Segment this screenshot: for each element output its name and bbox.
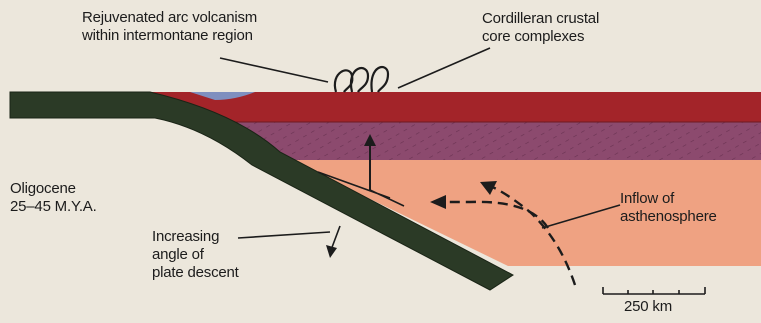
core-complex-label-line2: core complexes	[482, 28, 599, 46]
epoch-label-line1: Oligocene	[10, 180, 97, 198]
core-complex-leader	[398, 48, 490, 88]
scale-label: 250 km	[624, 298, 672, 316]
inflow-label: Inflow of asthenosphere	[620, 190, 717, 226]
volcanism-label-line1: Rejuvenated arc volcanism	[82, 9, 257, 27]
epoch-label: Oligocene 25–45 M.Y.A.	[10, 180, 97, 216]
volcanism-label-line2: within intermontane region	[82, 27, 257, 45]
inflow-label-line2: asthenosphere	[620, 208, 717, 226]
volcano-symbols	[335, 67, 388, 92]
plate-descent-label-line3: plate descent	[152, 264, 239, 282]
volcanism-label: Rejuvenated arc volcanism within intermo…	[82, 9, 257, 45]
plate-descent-label-line1: Increasing	[152, 228, 239, 246]
descent-arrowhead	[326, 245, 337, 258]
scale-bar	[603, 287, 705, 294]
descent-leader	[238, 232, 330, 238]
volcanism-leader	[220, 58, 328, 82]
descent-arrow	[331, 226, 340, 250]
core-complex-label: Cordilleran crustal core complexes	[482, 10, 599, 46]
epoch-label-line2: 25–45 M.Y.A.	[10, 198, 97, 216]
core-complex-label-line1: Cordilleran crustal	[482, 10, 599, 28]
plate-descent-label: Increasing angle of plate descent	[152, 228, 239, 282]
inflow-label-line1: Inflow of	[620, 190, 717, 208]
upper-crust-layer	[150, 92, 761, 122]
lower-crust-hatch	[220, 122, 761, 160]
plate-descent-label-line2: angle of	[152, 246, 239, 264]
